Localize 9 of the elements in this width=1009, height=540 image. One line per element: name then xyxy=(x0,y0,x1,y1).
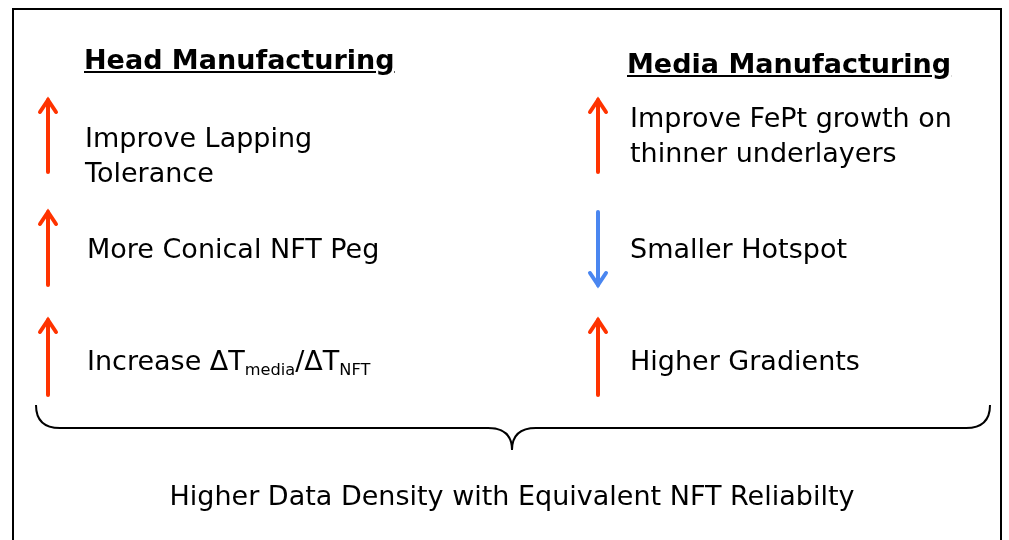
item-text: Improve Lapping Tolerance xyxy=(85,121,314,191)
column-heading: Head Manufacturing xyxy=(84,44,395,75)
item-text: Increase ΔT$_{media}$/ΔT$_{NFT}$ xyxy=(87,344,372,380)
item-text: Smaller Hotspot xyxy=(630,232,848,266)
item-text: Improve FePt growth on thinner underlayers xyxy=(630,101,953,171)
conclusion-text: Higher Data Density with Equivalent NFT Reliabilty xyxy=(169,480,855,511)
item-text: More Conical NFT Peg xyxy=(87,232,381,266)
column-heading: Media Manufacturing xyxy=(627,48,952,79)
item-text: Higher Gradients xyxy=(630,344,861,378)
